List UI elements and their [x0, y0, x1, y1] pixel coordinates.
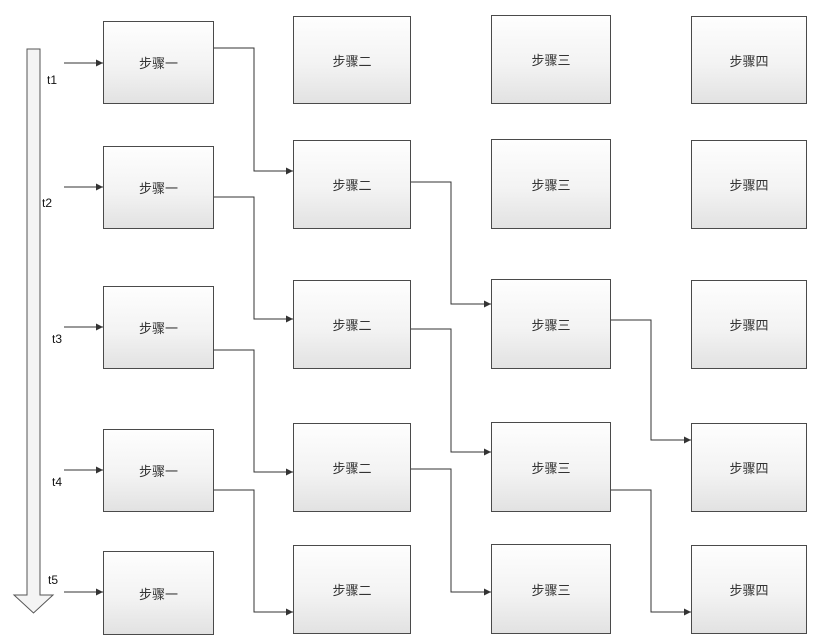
connector-r3-s1-s2 — [214, 349, 293, 476]
connector-r3-s2-s3 — [411, 328, 491, 456]
step-box-r4-step3: 步骤三 — [491, 422, 611, 512]
time-axis-arrow — [12, 48, 55, 614]
step-box-r5-step1: 步骤一 — [103, 551, 214, 635]
step-box-r1-step3: 步骤三 — [491, 15, 611, 104]
time-label-t3: t3 — [52, 332, 63, 346]
step-box-r3-step3: 步骤三 — [491, 279, 611, 369]
step-box-r1-step4: 步骤四 — [691, 16, 807, 104]
step-box-r2-step1: 步骤一 — [103, 146, 214, 229]
step-box-r3-step2: 步骤二 — [293, 280, 411, 369]
connector-r4-s2-s3 — [411, 468, 491, 596]
connector-r2-s2-s3 — [411, 181, 491, 308]
step-box-r5-step4: 步骤四 — [691, 545, 807, 634]
time-label-t4: t4 — [52, 475, 63, 489]
time-label-t1: t1 — [47, 73, 58, 87]
connector-r2-s1-s2 — [214, 196, 293, 323]
step-box-r5-step3: 步骤三 — [491, 544, 611, 634]
step-box-r5-step2: 步骤二 — [293, 545, 411, 634]
step-box-r3-step1: 步骤一 — [103, 286, 214, 369]
step-box-r3-step4: 步骤四 — [691, 280, 807, 369]
step-box-r4-step2: 步骤二 — [293, 423, 411, 512]
step-box-r4-step1: 步骤一 — [103, 429, 214, 512]
step-box-r2-step3: 步骤三 — [491, 139, 611, 229]
time-label-t2: t2 — [42, 196, 53, 210]
time-label-t5: t5 — [48, 573, 59, 587]
connector-r3-s3-s4 — [611, 319, 691, 444]
connector-r4-s1-s2 — [214, 489, 293, 616]
connector-r4-s3-s4 — [611, 489, 691, 616]
step-box-r2-step4: 步骤四 — [691, 140, 807, 229]
step-box-r2-step2: 步骤二 — [293, 140, 411, 229]
connector-r1-s1-s2 — [214, 47, 293, 175]
step-box-r1-step2: 步骤二 — [293, 16, 411, 104]
step-box-r1-step1: 步骤一 — [103, 21, 214, 104]
step-box-r4-step4: 步骤四 — [691, 423, 807, 512]
